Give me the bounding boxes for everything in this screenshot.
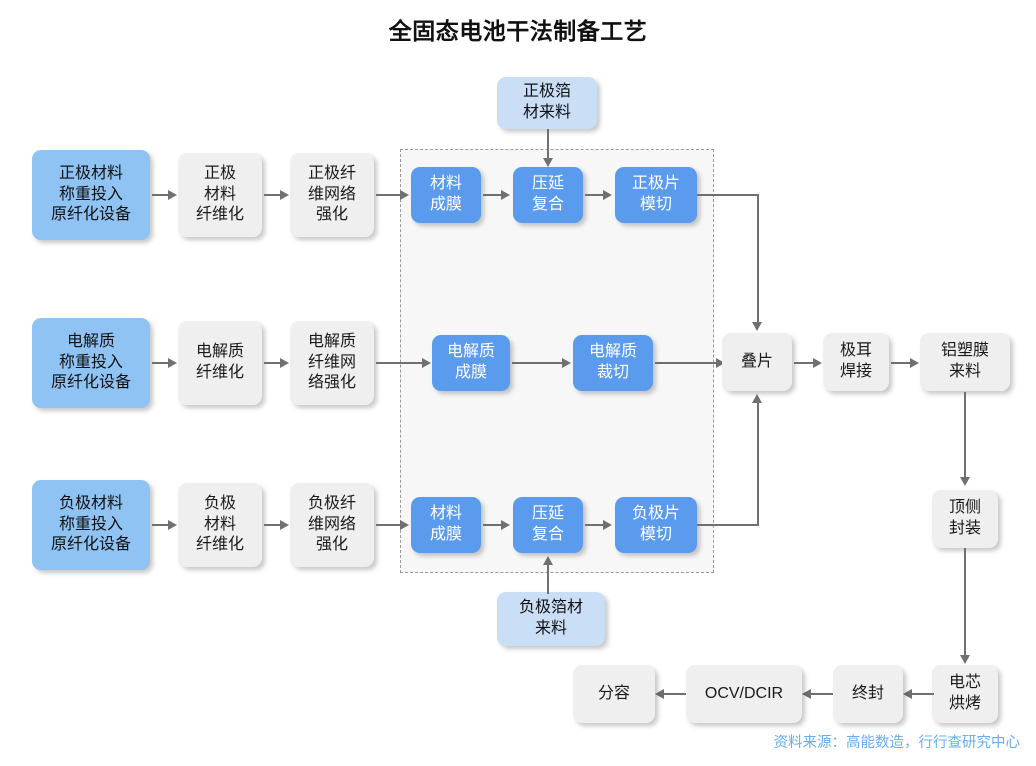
arrow-cathode-reinforce-to-film [376, 193, 402, 197]
node-electrolyte-cut[interactable]: 电解质 裁切 [573, 335, 653, 391]
node-final-sealing[interactable]: 终封 [833, 665, 903, 723]
node-electrolyte-input[interactable]: 电解质 称重投入 原纤化设备 [32, 318, 150, 408]
arrowhead-cathode-1 [168, 189, 177, 200]
arrow-anode-film-to-calender [483, 523, 503, 527]
arrowhead-electrolyte-4 [562, 357, 571, 368]
arrowhead-cathode-to-stacking [752, 322, 763, 331]
node-anode-film[interactable]: 材料 成膜 [411, 497, 481, 553]
arrowhead-assembly-5 [903, 688, 912, 699]
arrow-anode-foil-to-calender [546, 562, 550, 594]
node-cathode-input[interactable]: 正极材料 称重投入 原纤化设备 [32, 150, 150, 240]
arrowhead-electrolyte-3 [422, 357, 431, 368]
page-title: 全固态电池干法制备工艺 [388, 18, 648, 44]
arrowhead-assembly-6 [802, 688, 811, 699]
arrow-anode-calender-to-diecut [585, 523, 605, 527]
arrowhead-cathode-4 [501, 189, 510, 200]
arrow-cathode-foil-to-calender [546, 129, 550, 161]
node-cell-baking[interactable]: 电芯 烘烤 [932, 665, 998, 723]
node-anode-input[interactable]: 负极材料 称重投入 原纤化设备 [32, 480, 150, 570]
arrow-cell-baking-to-final-sealing [906, 692, 934, 696]
arrowhead-assembly-3 [959, 477, 970, 486]
arrowhead-assembly-7 [655, 688, 664, 699]
arrow-cathode-input-to-fiberize [152, 193, 170, 197]
arrowhead-assembly-2 [910, 357, 919, 368]
arrow-stacking-to-tab-welding [794, 361, 816, 365]
node-electrolyte-reinforce[interactable]: 电解质 纤维网 络强化 [290, 321, 374, 405]
arrowhead-cathode-5 [603, 189, 612, 200]
arrowhead-anode-3 [400, 519, 409, 530]
arrowhead-anode-5 [603, 519, 612, 530]
arrow-anode-reinforce-to-film [376, 523, 402, 527]
arrow-electrolyte-fiberize-to-reinforce [264, 361, 282, 365]
arrow-anode-diecut-up [756, 400, 759, 526]
arrowhead-electrolyte-5 [716, 357, 725, 368]
arrow-cathode-fiberize-to-reinforce [264, 193, 282, 197]
node-cathode-reinforce[interactable]: 正极纤 维网络 强化 [290, 153, 374, 237]
arrowhead-cathode-3 [400, 189, 409, 200]
arrow-anode-diecut-right [697, 523, 759, 527]
node-cathode-calender[interactable]: 压延 复合 [513, 167, 583, 223]
node-cathode-fiberize[interactable]: 正极 材料 纤维化 [178, 153, 262, 237]
source-attribution: 资料来源：高能数造，行行查研究中心 [773, 735, 1021, 751]
node-cathode-diecut[interactable]: 正极片 模切 [615, 167, 697, 223]
arrow-alu-film-to-top-sealing [963, 392, 967, 480]
node-electrolyte-film[interactable]: 电解质 成膜 [432, 335, 510, 391]
arrow-anode-fiberize-to-reinforce [264, 523, 282, 527]
node-anode-diecut[interactable]: 负极片 模切 [615, 497, 697, 553]
arrowhead-anode-foil [542, 556, 553, 565]
node-ocv-dcir[interactable]: OCV/DCIR [686, 665, 802, 723]
node-cathode-foil-supply[interactable]: 正极箔 材来料 [497, 77, 597, 129]
arrowhead-assembly-1 [813, 357, 822, 368]
node-anode-reinforce[interactable]: 负极纤 维网络 强化 [290, 483, 374, 567]
arrowhead-anode-2 [280, 519, 289, 530]
node-capacity-grading[interactable]: 分容 [573, 665, 655, 723]
arrowhead-electrolyte-1 [168, 357, 177, 368]
arrowhead-anode-4 [501, 519, 510, 530]
node-tab-welding[interactable]: 极耳 焊接 [823, 333, 889, 391]
node-anode-calender[interactable]: 压延 复合 [513, 497, 583, 553]
arrow-electrolyte-film-to-cut [512, 361, 564, 365]
arrowhead-anode-to-stacking [752, 394, 763, 403]
node-electrolyte-fiberize[interactable]: 电解质 纤维化 [178, 321, 262, 405]
node-anode-fiberize[interactable]: 负极 材料 纤维化 [178, 483, 262, 567]
arrow-tab-welding-to-alu-film [891, 361, 913, 365]
arrow-cathode-calender-to-diecut [585, 193, 605, 197]
node-stacking[interactable]: 叠片 [722, 333, 792, 391]
arrow-electrolyte-reinforce-to-film [376, 361, 424, 365]
arrowhead-cathode-2 [280, 189, 289, 200]
arrow-cathode-diecut-down [756, 193, 759, 326]
arrow-cathode-film-to-calender [483, 193, 503, 197]
arrow-electrolyte-cut-to-stacking [655, 361, 719, 365]
arrow-cathode-diecut-right [697, 193, 759, 197]
arrowhead-assembly-4 [959, 655, 970, 664]
arrow-electrolyte-input-to-fiberize [152, 361, 170, 365]
node-top-side-sealing[interactable]: 顶侧 封装 [932, 490, 998, 548]
node-alu-film-supply[interactable]: 铝塑膜 来料 [920, 333, 1010, 391]
arrow-top-sealing-to-cell-baking [963, 548, 967, 658]
arrow-final-sealing-to-ocv [805, 692, 833, 696]
arrowhead-electrolyte-2 [280, 357, 289, 368]
arrow-ocv-to-capacity-grading [658, 692, 686, 696]
arrowhead-anode-1 [168, 519, 177, 530]
node-cathode-film[interactable]: 材料 成膜 [411, 167, 481, 223]
arrowhead-cathode-foil [542, 158, 553, 167]
node-anode-foil-supply[interactable]: 负极箔材 来料 [497, 592, 605, 646]
arrow-anode-input-to-fiberize [152, 523, 170, 527]
